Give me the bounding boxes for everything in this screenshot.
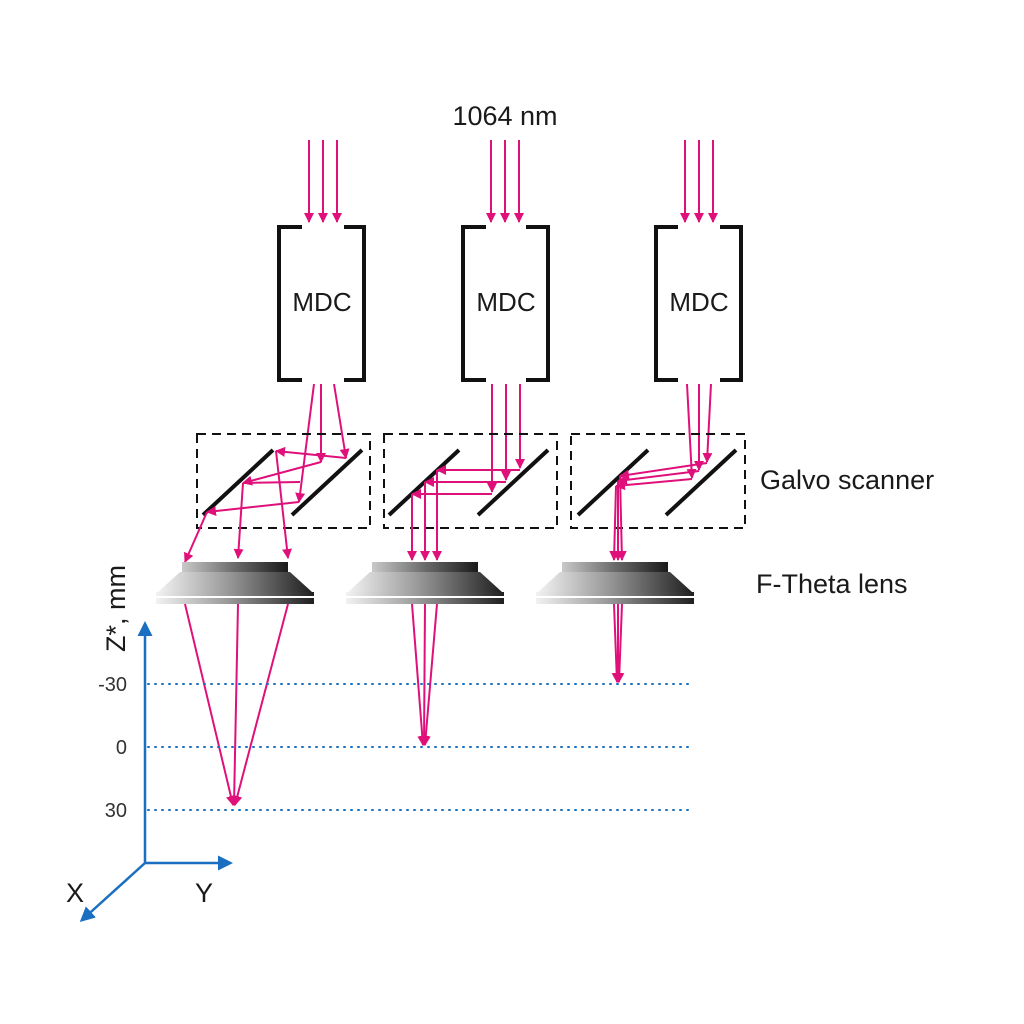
module-2: MDC — [346, 140, 558, 746]
input-beams-1 — [304, 140, 342, 223]
galvo-internal-beams-1 — [184, 446, 347, 563]
module-3: MDC — [536, 140, 746, 683]
depth-lines — [147, 683, 691, 811]
x-axis-arrow — [79, 862, 146, 923]
f-theta-lens-label: F-Theta lens — [756, 569, 908, 599]
wavelength-label: 1064 nm — [452, 101, 557, 131]
coordinate-axes — [79, 621, 233, 923]
focus-beams-3 — [611, 603, 625, 683]
mdc-output-beams-1 — [295, 383, 350, 503]
input-beams-2 — [486, 140, 524, 223]
z-tick-minus-30: -30 — [98, 674, 127, 696]
mdc-label-2: MDC — [476, 287, 535, 317]
galvo-internal-beams-2 — [407, 465, 520, 561]
mdc-box-1 — [277, 225, 366, 382]
galvo-frame-1 — [196, 433, 371, 529]
f-theta-lens-2 — [346, 562, 504, 604]
focus-beams-2 — [411, 603, 438, 746]
galvo-mirrors-1 — [201, 448, 364, 517]
mdc-output-beams-3 — [686, 383, 713, 479]
galvo-frame-3 — [570, 433, 746, 529]
f-theta-lens-1 — [156, 562, 314, 604]
z-axis-label: Z*, mm — [101, 565, 131, 652]
z-tick-30: 30 — [105, 800, 127, 822]
y-axis-label: Y — [195, 878, 213, 908]
galvo-frame-2 — [383, 433, 558, 529]
f-theta-lens-3 — [536, 562, 694, 604]
mdc-label-1: MDC — [292, 287, 351, 317]
mdc-label-3: MDC — [669, 287, 728, 317]
z-tick-0: 0 — [116, 737, 127, 759]
mdc-box-2 — [461, 225, 550, 382]
module-1: MDC — [156, 140, 371, 806]
x-axis-label: X — [66, 878, 84, 908]
mdc-box-3 — [654, 225, 743, 382]
input-beams-3 — [680, 140, 718, 223]
focus-beams-1 — [184, 603, 289, 806]
galvo-scanner-label: Galvo scanner — [760, 465, 934, 495]
galvo-mirrors-3 — [576, 448, 738, 517]
galvo-internal-beams-3 — [609, 462, 708, 561]
mdc-output-beams-2 — [487, 384, 525, 493]
